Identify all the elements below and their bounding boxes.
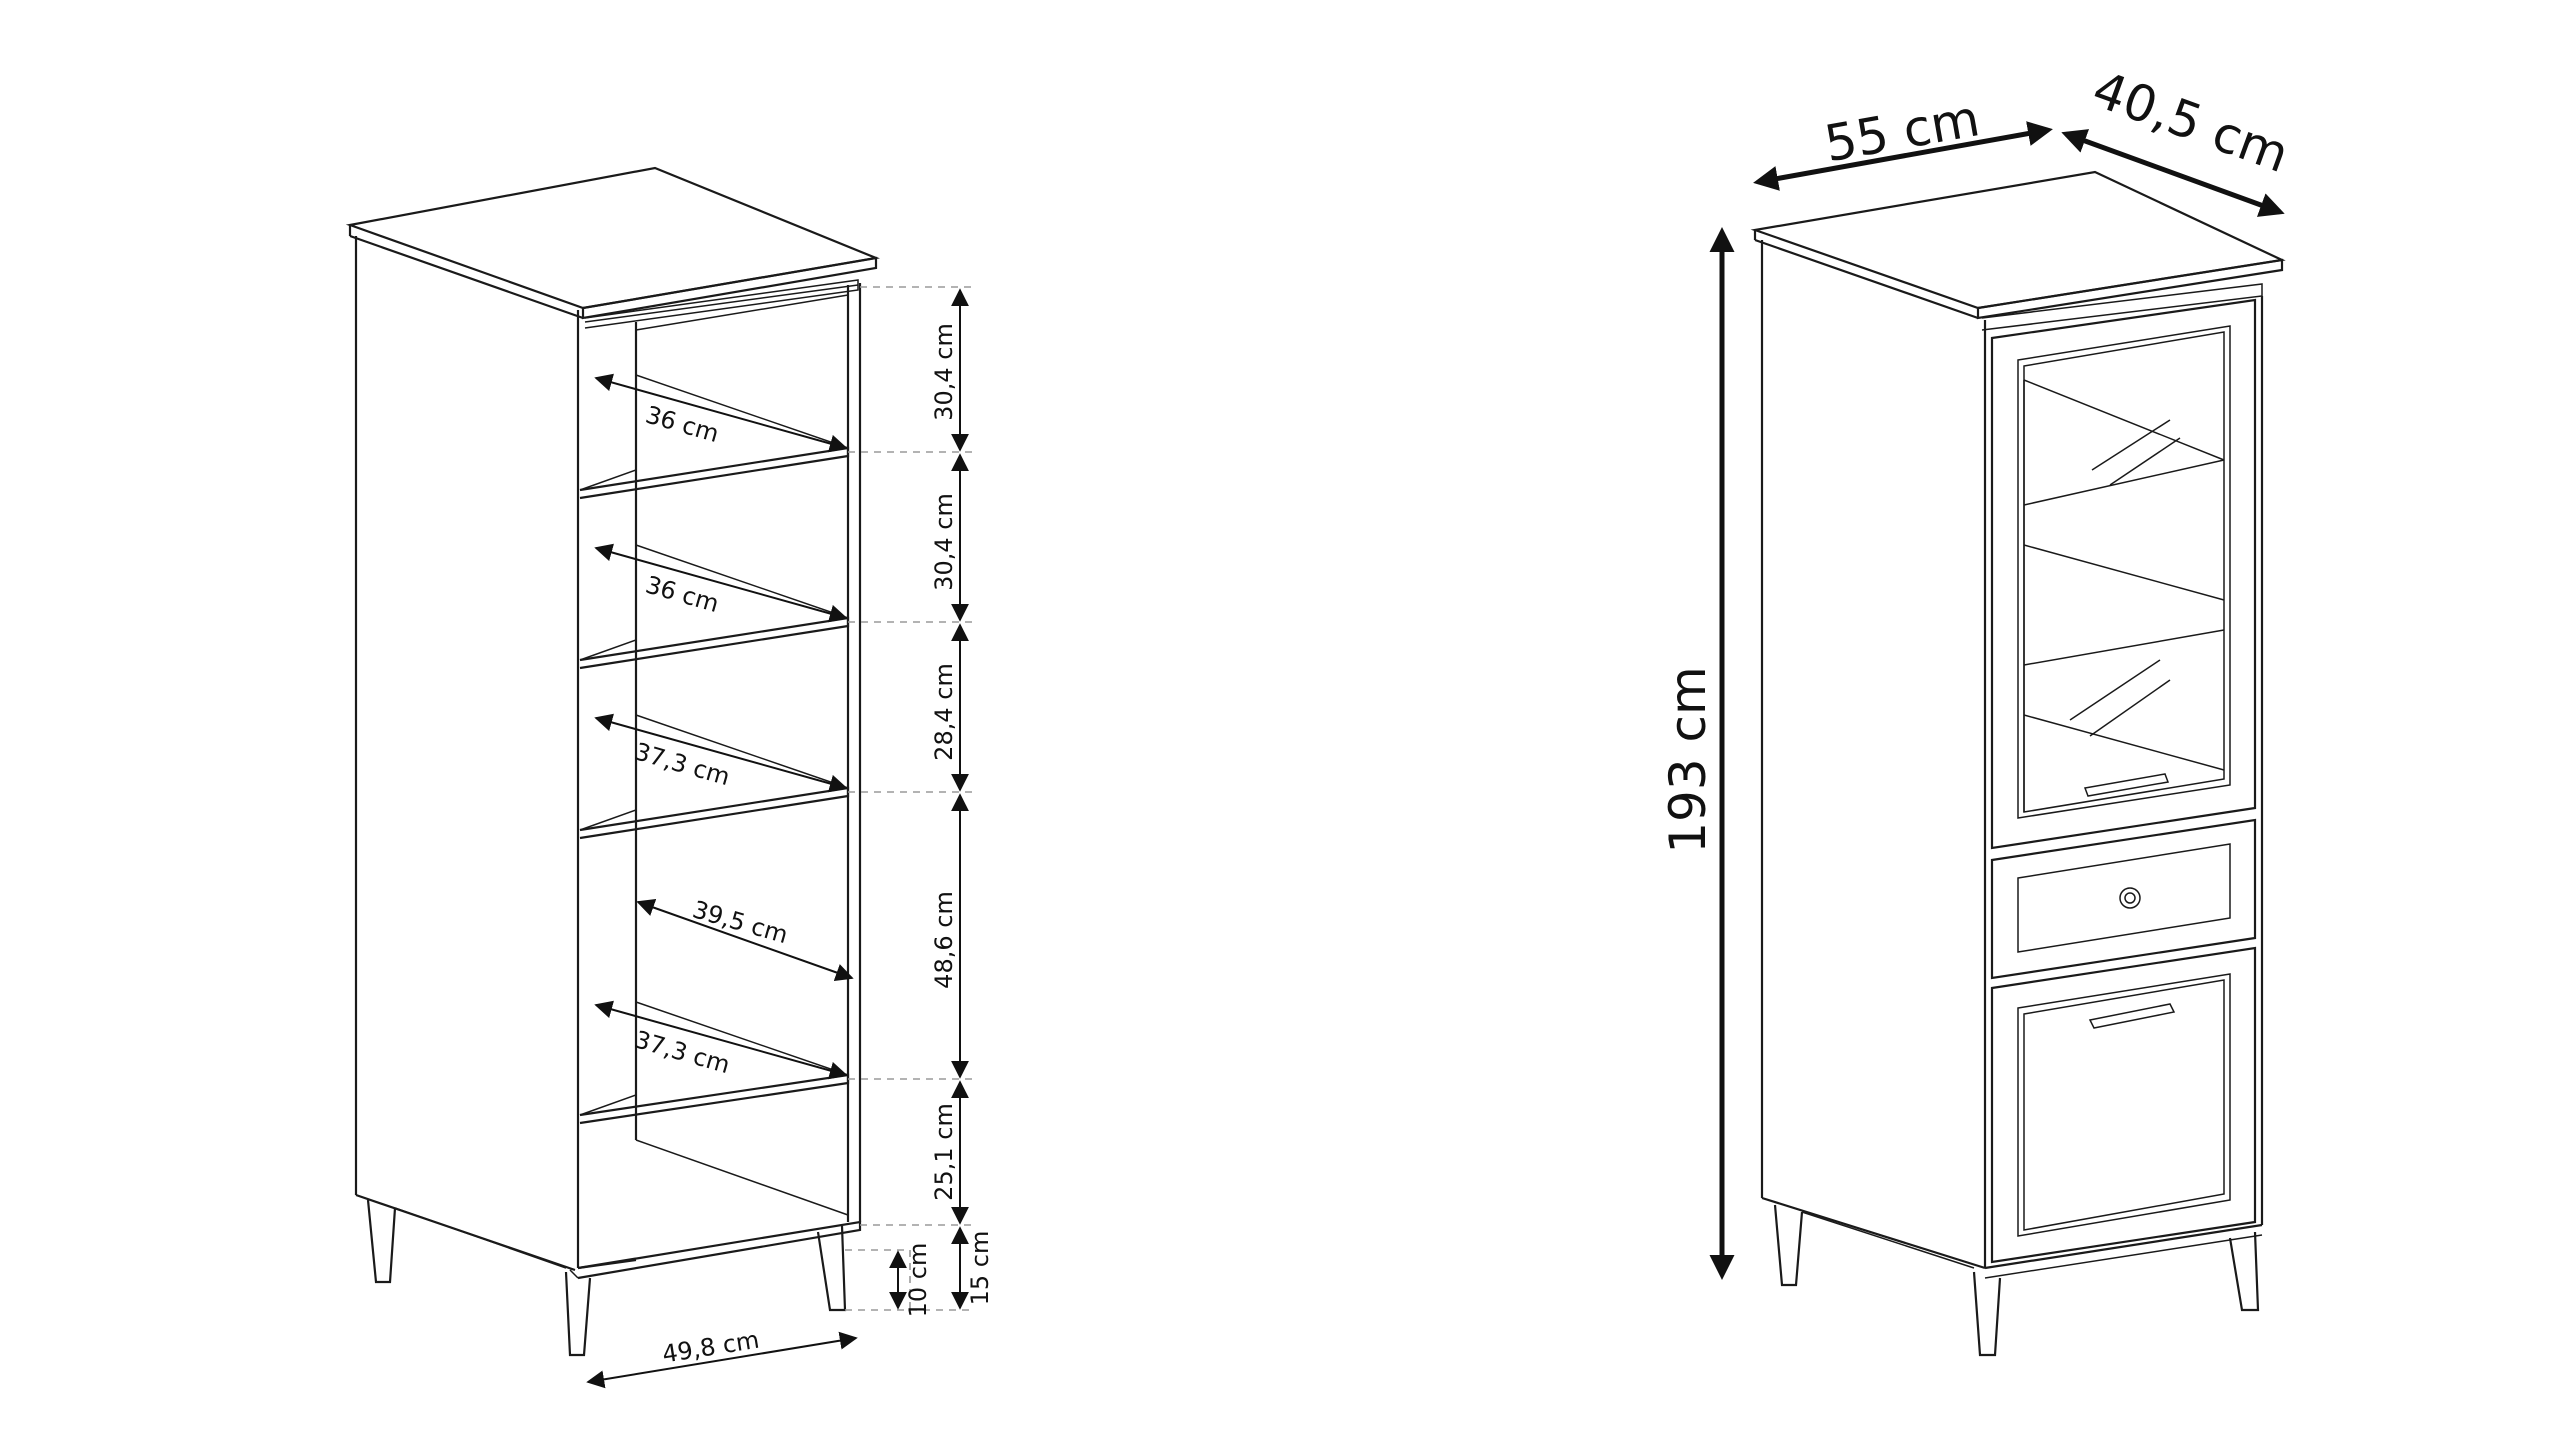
vertical-dimension-arrows — [889, 288, 969, 1310]
label-width: 55 cm — [1820, 89, 1983, 173]
vertical-dimension-labels: 30,4 cm 30,4 cm 28,4 cm 48,6 cm 25,1 cm … — [904, 323, 994, 1317]
legs — [366, 1199, 847, 1357]
closed-cabinet-drawing — [1750, 170, 2286, 1357]
label-depth: 40,5 cm — [2085, 60, 2296, 184]
label-leg-clearance: 10 cm — [904, 1243, 932, 1318]
depth-dimension-arrows — [586, 373, 858, 1389]
open-cabinet-drawing — [345, 166, 880, 1357]
label-shelf-depth-4: 37,3 cm — [631, 1025, 733, 1079]
label-shelf-height-1: 30,4 cm — [930, 323, 958, 421]
depth-dimension-labels: 36 cm 36 cm 37,3 cm 39,5 cm 37,3 cm 49,8… — [631, 401, 791, 1369]
overall-dimension-arrows — [1709, 121, 2285, 1280]
lower-door — [1990, 946, 2257, 1264]
label-height: 193 cm — [1659, 666, 1717, 854]
label-shelf-height-3: 28,4 cm — [930, 663, 958, 761]
label-base-height: 15 cm — [966, 1231, 994, 1306]
glass-door — [1990, 298, 2257, 850]
extension-lines — [845, 286, 975, 1311]
label-shelf-depth-2: 36 cm — [642, 571, 722, 619]
overall-dimension-labels: 55 cm 40,5 cm 193 cm — [1659, 60, 2296, 854]
closed-legs — [1773, 1204, 2260, 1357]
label-shelf-height-5: 25,1 cm — [930, 1103, 958, 1201]
label-shelf-depth-3: 37,3 cm — [631, 737, 733, 791]
label-inner-depth: 39,5 cm — [689, 895, 791, 949]
label-shelf-height-2: 30,4 cm — [930, 493, 958, 591]
label-shelf-height-4: 48,6 cm — [930, 891, 958, 989]
drawer — [1990, 818, 2257, 980]
label-shelf-depth-1: 36 cm — [642, 401, 722, 449]
